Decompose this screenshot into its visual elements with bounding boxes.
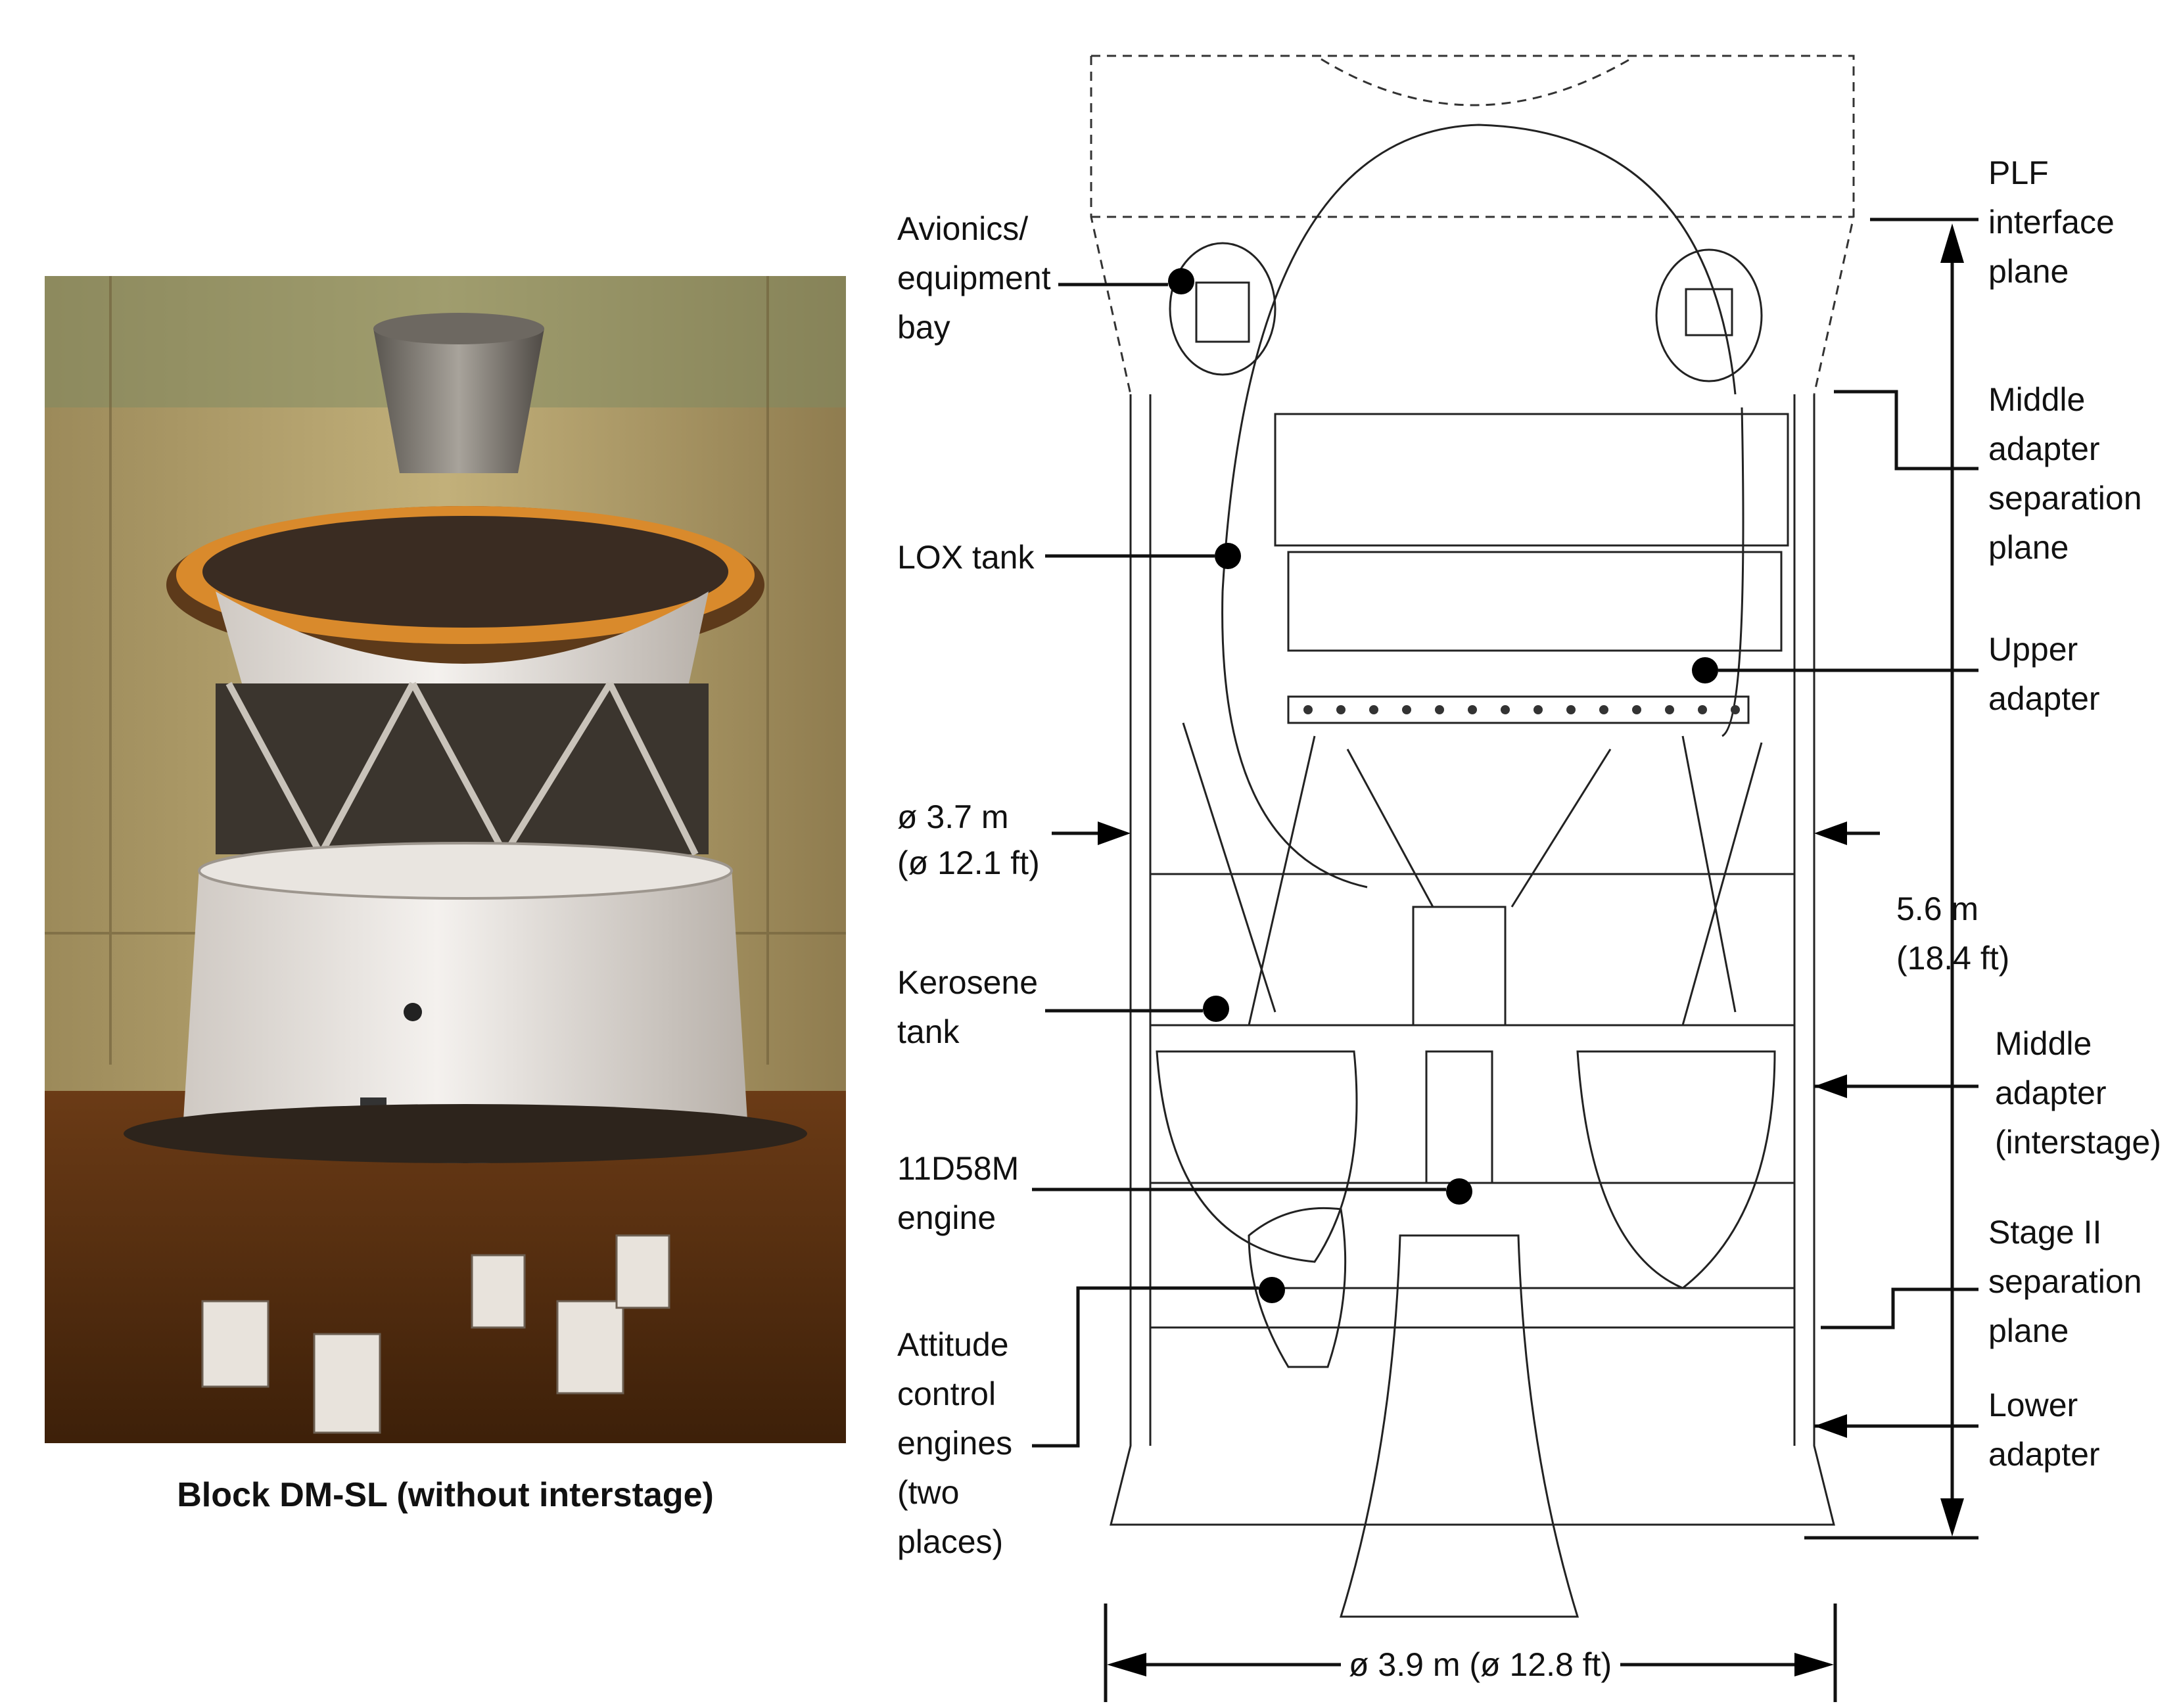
label-outer-diameter: ø 3.9 m (ø 12.8 ft) [1349, 1646, 1612, 1683]
stage-body [1110, 124, 1835, 1618]
photo-caption: Block DM-SL (without interstage) [177, 1476, 714, 1514]
callout-markers [1168, 268, 1718, 1303]
label-height-dimension: 5.6 m (18.4 ft) [1896, 890, 2009, 977]
label-upper-adapter: Upper adapter [1988, 631, 2100, 717]
label-avionics-bay: Avionics/ equipment bay [897, 210, 1060, 346]
label-plf-interface-plane: PLF interface plane [1988, 154, 2124, 290]
label-stage-ii-separation-plane: Stage II separation plane [1988, 1214, 2151, 1349]
label-kerosene-tank: Kerosene tank [897, 964, 1047, 1050]
label-engine: 11D58M engine [897, 1150, 1028, 1236]
label-attitude-control-engines: Attitude control engines (two places) [897, 1326, 1021, 1560]
label-middle-adapter-separation-plane: Middle adapter separation plane [1988, 381, 2151, 566]
label-lox-tank: LOX tank [897, 539, 1035, 576]
label-lower-adapter: Lower adapter [1988, 1387, 2100, 1473]
block-dm-sl-photo [45, 276, 846, 1443]
label-inner-diameter: ø 3.7 m (ø 12.1 ft) [897, 798, 1040, 881]
label-middle-adapter-interstage: Middle adapter (interstage) [1995, 1025, 2161, 1161]
